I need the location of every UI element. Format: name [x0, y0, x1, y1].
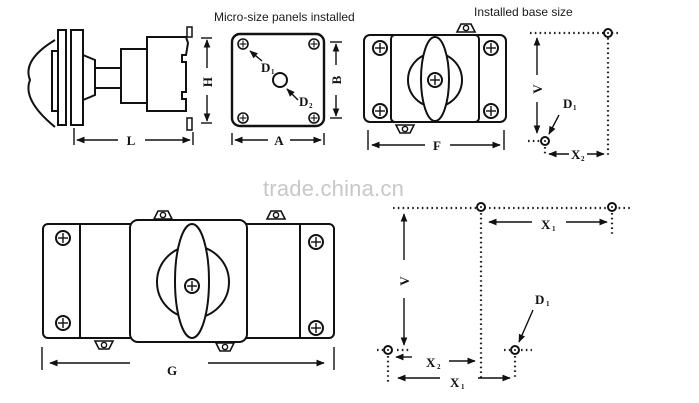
dim-label-g: G [167, 363, 177, 378]
caption-micro-panels: Micro-size panels installed [214, 10, 355, 24]
watermark: trade.china.cn [263, 176, 404, 201]
svg-text:2: 2 [437, 363, 441, 371]
dim-label-d1-panel: D [261, 60, 270, 75]
svg-text:2: 2 [309, 102, 313, 110]
dim-label-l: L [127, 133, 136, 148]
caption-base-size: Installed base size [474, 5, 573, 19]
dim-label-h: H [200, 77, 215, 87]
base-mount-double: X 1 V X 2 D 1 X 1 [377, 202, 630, 391]
dim-label-x1-top: X [541, 217, 551, 232]
base-mount-single: V D 1 X 2 [528, 28, 620, 163]
svg-text:1: 1 [461, 383, 465, 391]
svg-text:2: 2 [581, 155, 585, 163]
dim-label-v-small: V [530, 84, 545, 94]
dim-label-d1-large: D [535, 292, 544, 307]
dim-label-x1-bottom: X [450, 375, 460, 390]
dim-label-b: B [329, 75, 344, 84]
svg-text:1: 1 [573, 104, 577, 112]
dim-label-f: F [433, 138, 441, 153]
dim-label-d1-small: D [563, 96, 572, 111]
front-view-double: G [41, 210, 335, 378]
panel-cutout-view: D 1 D 2 B A [230, 32, 344, 148]
dim-label-v-large: V [397, 276, 412, 286]
front-view-single: F [363, 23, 507, 153]
svg-text:1: 1 [546, 300, 550, 308]
dim-label-a: A [274, 133, 284, 148]
svg-text:1: 1 [552, 225, 556, 233]
dim-label-x2-large: X [426, 355, 436, 370]
side-view: H L [27, 26, 215, 148]
dim-label-d2-panel: D [299, 94, 308, 109]
dim-label-x2-small: X [571, 147, 581, 162]
svg-text:1: 1 [271, 68, 275, 76]
